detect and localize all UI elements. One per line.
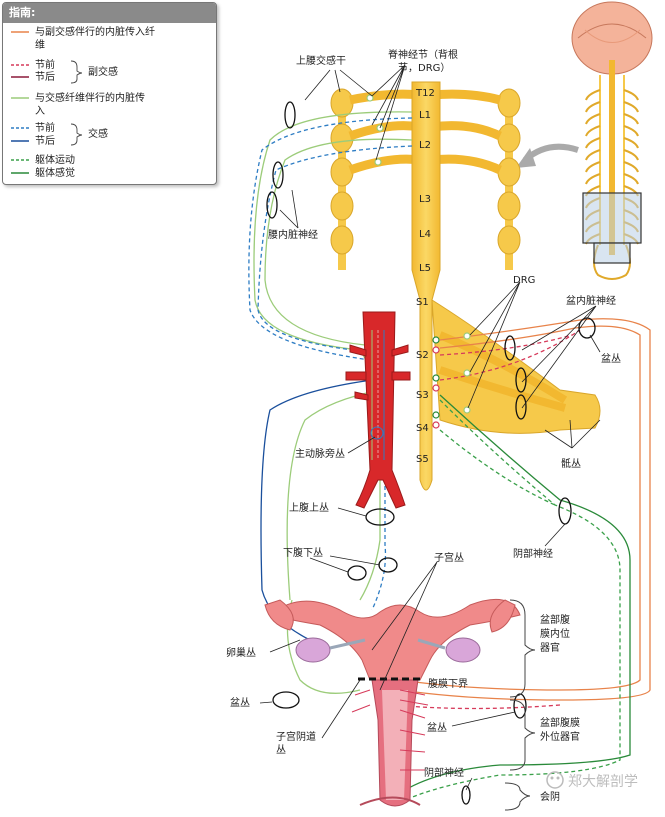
legend-title: 指南: (3, 3, 216, 23)
level-S3: S3 (416, 390, 429, 401)
label-intraperitoneal-2: 膜内位 (540, 627, 570, 640)
sympathetic-trunk-left (330, 88, 354, 270)
plexus-circles (266, 101, 596, 805)
label-pudendal-nerve-bottom: 阴部神经 (424, 766, 464, 779)
label-sacral-plexus: 骶丛 (561, 458, 581, 470)
legend-item-somatic-sensory: 躯体感觉 (35, 168, 75, 179)
label-extraperitoneal-1: 盆部腹膜 (540, 716, 580, 729)
watermark: 郑大解剖学 (546, 771, 638, 790)
label-aortic-plexus: 主动脉旁丛 (295, 447, 345, 460)
legend-group-sympathetic: 交感 (88, 129, 108, 140)
watermark-text: 郑大解剖学 (568, 774, 638, 790)
label-uterine-plexus: 子宫丛 (434, 551, 464, 564)
uterovaginal-fibers (351, 689, 429, 771)
label-uterovaginal-plexus: 子宫阴道 (276, 730, 316, 743)
spinal-cord-thumbnail (516, 1, 653, 280)
label-peritoneum-line: 腹膜下界 (428, 677, 468, 690)
legend-item-symp-pre: 节前 (35, 123, 55, 134)
level-L5: L5 (419, 263, 431, 274)
organ-braces (504, 599, 536, 811)
label-spinal-ganglion-2: 节，DRG） (398, 62, 450, 74)
sympathetic-fibers (248, 111, 413, 694)
legend-item-somatic-motor: 躯体运动 (35, 155, 75, 166)
level-S5: S5 (416, 454, 429, 465)
label-extraperitoneal-2: 外位器官 (540, 730, 580, 743)
level-S4: S4 (416, 423, 429, 434)
legend-item-para-afferent-2: 维 (35, 40, 45, 51)
legend: 指南: 与副交感伴行的内脏传入纤 维 节前 节后 副交感 与交感纤维伴行的内脏传… (2, 2, 217, 185)
legend-group-parasympathetic: 副交感 (88, 67, 118, 78)
label-drg: DRG (513, 275, 535, 286)
label-pudendal-nerve-top: 阴部神经 (513, 547, 553, 560)
sacral-ganglion-markers (366, 94, 471, 429)
sympathetic-trunk-right (497, 88, 521, 270)
spinal-level-labels: T12 L1 L2 L3 L4 L5 S1 S2 S3 S4 S5 (415, 88, 435, 465)
leader-lines (259, 64, 601, 791)
spinal-cord (411, 81, 601, 491)
label-lumbar-splanchnic: 腰内脏神经 (268, 228, 318, 241)
legend-item-para-post: 节后 (35, 72, 55, 83)
label-perineum: 会阴 (540, 790, 560, 803)
level-L3: L3 (419, 194, 431, 205)
legend-item-para-pre: 节前 (35, 60, 55, 71)
level-S2: S2 (416, 350, 429, 361)
legend-swatches (11, 31, 83, 174)
level-L2: L2 (419, 140, 431, 151)
legend-item-para-afferent: 与副交感伴行的内脏传入纤 (35, 27, 155, 38)
female-pelvic-organs (264, 598, 521, 807)
label-uterovaginal-plexus-2: 丛 (276, 744, 286, 756)
legend-item-symp-afferent: 与交感纤维伴行的内脏传 (35, 93, 145, 104)
label-inferior-hypogastric: 下腹下丛 (283, 546, 323, 559)
level-L1: L1 (419, 110, 431, 121)
label-upper-lumbar-trunk: 上腰交感干 (296, 54, 346, 67)
level-L4: L4 (419, 229, 431, 240)
somatic-fibers (404, 394, 631, 801)
level-S1: S1 (416, 297, 429, 308)
label-intraperitoneal-1: 盆部腹 (540, 613, 570, 626)
label-pelvic-plexus-left: 盆丛 (230, 696, 250, 709)
aorta (345, 311, 411, 509)
label-superior-hypogastric: 上腹上丛 (289, 501, 329, 514)
label-ovarian-plexus: 卵巢丛 (226, 646, 256, 659)
label-pelvic-plexus-top: 盆丛 (601, 352, 621, 365)
legend-item-symp-afferent-2: 入 (35, 106, 45, 117)
level-T12: T12 (415, 88, 435, 99)
label-spinal-ganglion: 脊神经节（背根 (388, 48, 458, 61)
labels: 上腰交感干 脊神经节（背根 节，DRG） 腰内脏神经 DRG 盆内脏神经 盆丛 … (226, 48, 621, 803)
label-intraperitoneal-3: 器官 (540, 641, 560, 654)
legend-item-symp-post: 节后 (35, 136, 55, 147)
left-ovary (295, 637, 331, 663)
label-pelvic-splanchnic: 盆内脏神经 (566, 294, 616, 307)
label-pelvic-plexus-bottom: 盆丛 (427, 721, 447, 734)
right-ovary (445, 637, 481, 663)
